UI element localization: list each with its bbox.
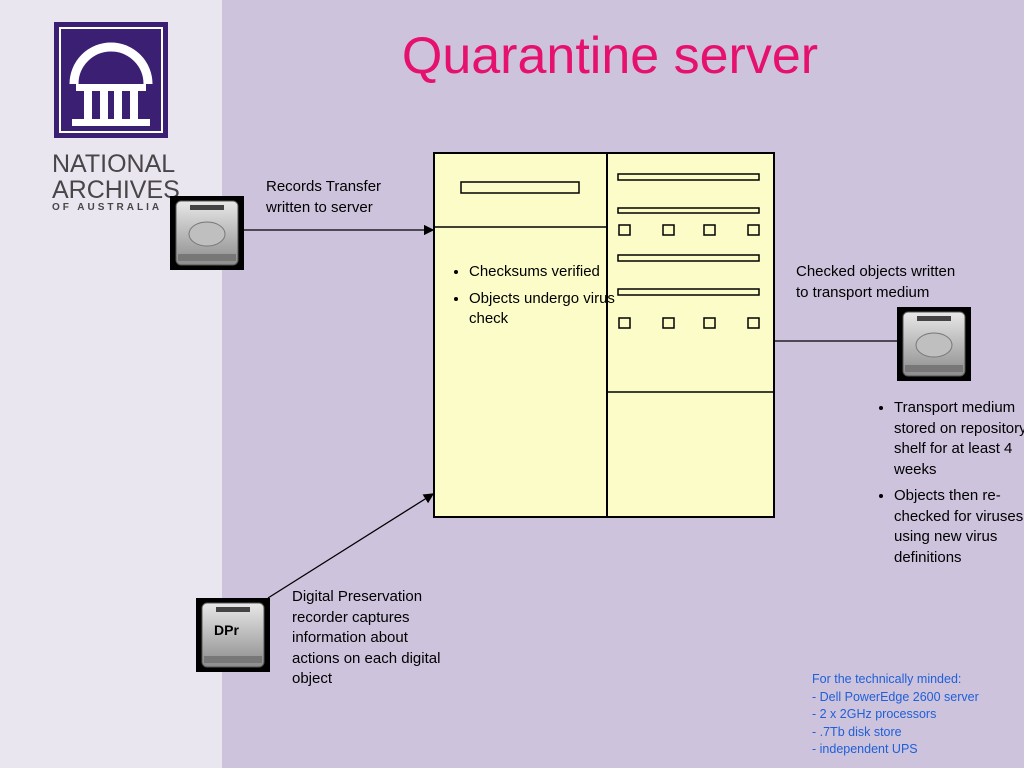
logo-text-national: NATIONAL (52, 150, 176, 178)
tech-spec-item: - Dell PowerEdge 2600 server (812, 689, 979, 704)
tech-spec-item: - independent UPS (812, 742, 918, 756)
archives-logo-icon (54, 22, 168, 138)
dpr-disk-label: DPr (214, 622, 239, 638)
tech-spec-item: - 2 x 2GHz processors (812, 707, 937, 721)
arrow-dpr (267, 493, 435, 599)
server-bullet-list: Checksums verified Objects undergo virus… (447, 262, 619, 336)
logo-text-archives: ARCHIVES (52, 176, 180, 204)
records-transfer-label: Records Transfer written to server (266, 178, 382, 216)
tech-specs-heading: For the technically minded: (812, 672, 962, 686)
page-title: Quarantine server (401, 27, 819, 85)
transport-bullet-list: Transport medium stored on repository sh… (872, 398, 1024, 574)
tech-specs-note: For the technically minded: - Dell Power… (812, 671, 979, 759)
checked-objects-label: Checked objects written to transport med… (796, 263, 956, 301)
server-bullet-item: Objects undergo virus check (469, 289, 619, 330)
tech-spec-item: - .7Tb disk store (812, 724, 902, 739)
dpr-description-label: Digital Preservation recorder captures i… (292, 588, 441, 687)
hard-disk-icon (170, 196, 244, 270)
transport-bullet-item: Objects then re-checked for viruses usin… (894, 486, 1024, 568)
logo-text-australia: OF AUSTRALIA (52, 202, 163, 213)
server-bullet-item: Checksums verified (469, 262, 619, 283)
dpr-disk-icon (196, 598, 270, 672)
transport-bullet-item: Transport medium stored on repository sh… (894, 398, 1024, 480)
quarantine-server-diagram: Checksums verified Objects undergo virus… (433, 152, 775, 518)
transport-medium-disk-icon (897, 307, 971, 381)
